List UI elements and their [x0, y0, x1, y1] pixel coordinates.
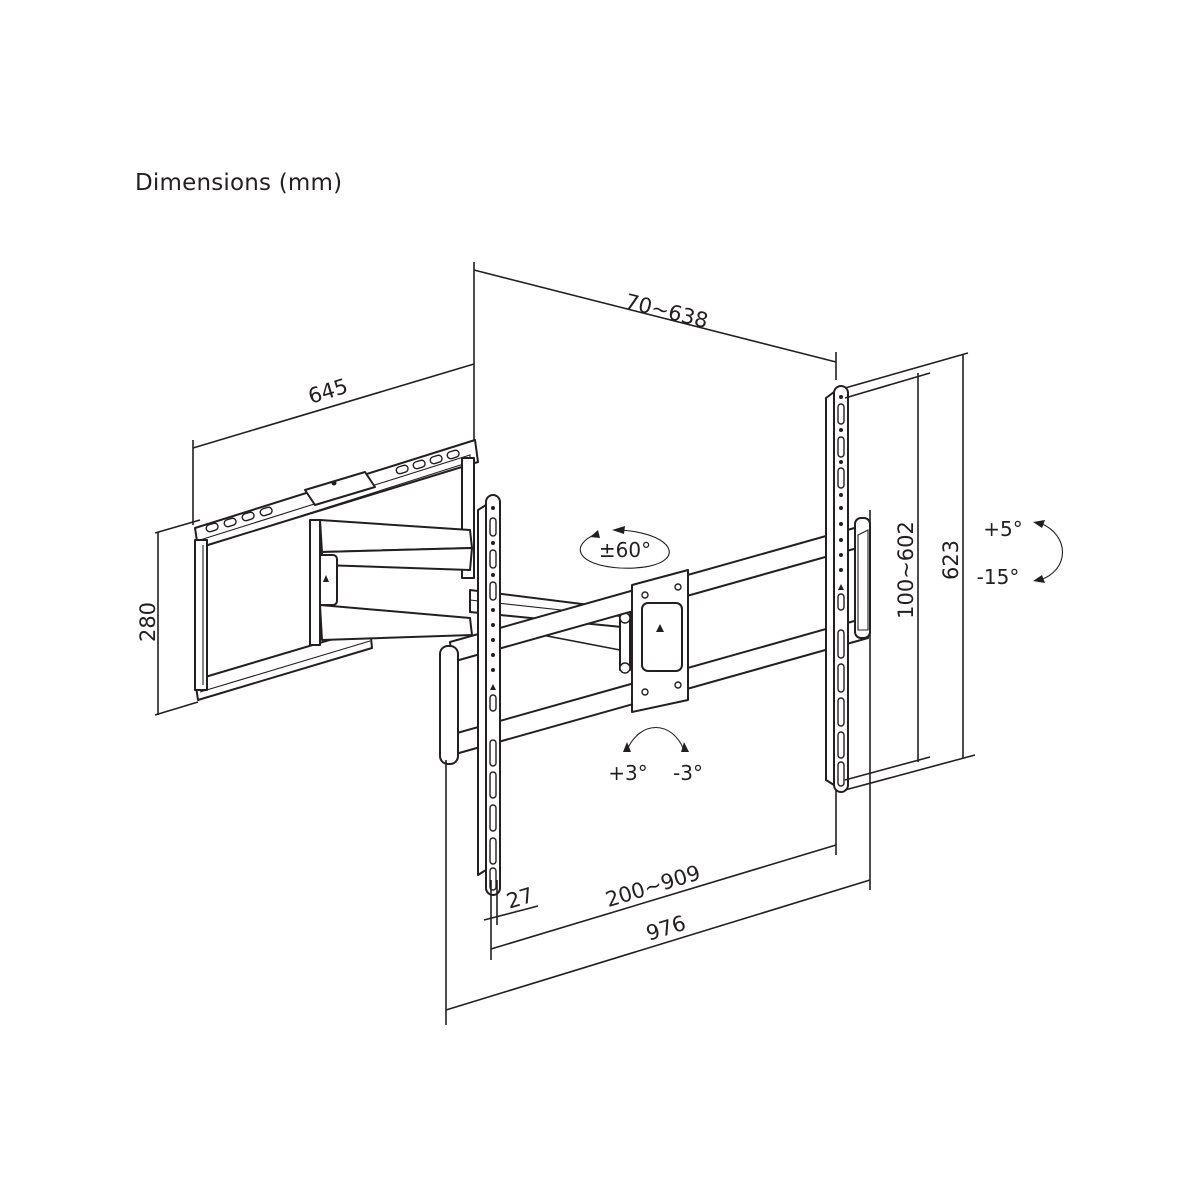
level-minus-angle: -3°: [673, 761, 703, 785]
dim-vesa-horizontal: 200~909: [603, 861, 704, 913]
dim-wall-plate-height: 280: [136, 602, 160, 642]
dim-bracket-width: 976: [643, 911, 688, 946]
center-swivel-plate: [631, 569, 689, 713]
left-tv-bracket: [477, 494, 501, 896]
dim-extension: 70~638: [623, 289, 711, 333]
swivel-angle: ±60°: [599, 538, 651, 562]
tilt-annotation: +5° -15°: [977, 517, 1064, 589]
swivel-annotation: ±60°: [579, 526, 670, 569]
level-plus-angle: +3°: [608, 761, 647, 785]
dim-rail-depth: 27: [504, 883, 537, 914]
dim-bracket-height: 623: [939, 540, 963, 580]
tilt-up-angle: +5°: [983, 517, 1022, 541]
angle-annotations: ±60° +5° -15° +3° -3°: [579, 517, 1064, 785]
right-tv-bracket: [825, 385, 849, 793]
level-annotation: +3° -3°: [608, 726, 703, 785]
diagram-title: Dimensions (mm): [135, 170, 343, 196]
wall-plate: [194, 439, 479, 701]
dim-vesa-vertical: 100~602: [894, 521, 918, 619]
tilt-down-angle: -15°: [977, 565, 1020, 589]
